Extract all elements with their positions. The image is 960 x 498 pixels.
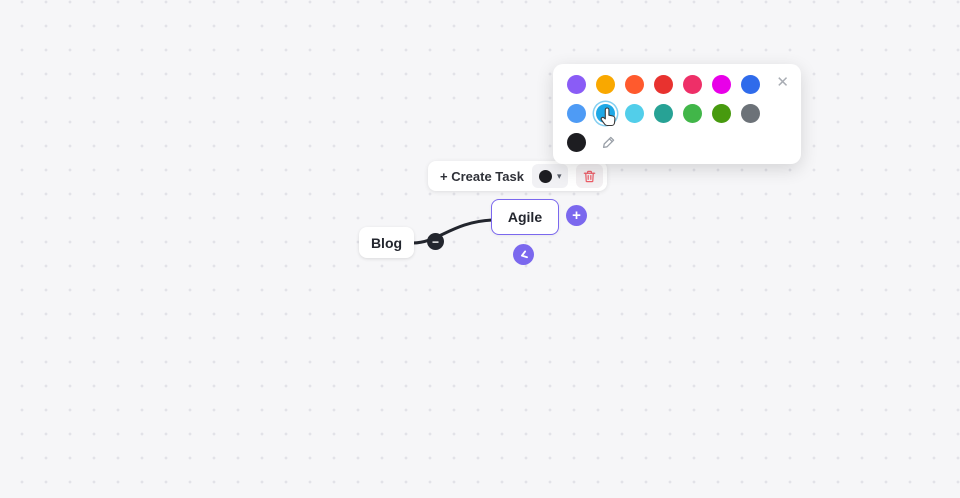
node-blog-label: Blog [370,234,403,251]
color-swatch[interactable] [567,133,586,152]
caret-down-icon: ▾ [556,170,562,181]
color-swatch[interactable] [712,104,731,123]
color-picker-popup: ✕ [553,64,801,164]
color-swatch[interactable] [683,104,702,123]
color-swatch[interactable] [625,104,644,123]
eyedropper-icon [602,136,614,148]
color-swatch[interactable] [567,104,586,123]
color-swatch[interactable] [596,104,615,123]
swatch-row-2 [567,104,787,123]
plus-icon: + [572,207,581,224]
trash-icon [584,170,596,182]
color-dropdown[interactable]: ▾ [531,164,569,188]
swatch-row-1 [567,75,787,94]
delete-node-button[interactable] [576,164,604,188]
color-swatch[interactable] [596,75,615,94]
color-swatch[interactable] [683,75,702,94]
collapse-branch-button[interactable] [513,244,534,265]
color-swatch[interactable] [741,75,760,94]
minus-icon: − [431,234,439,249]
color-swatch[interactable] [567,75,586,94]
color-swatch[interactable] [712,75,731,94]
color-swatch[interactable] [625,75,644,94]
node-toolbar: + Create Task ▾ [428,161,608,191]
arrow-left-icon [520,249,528,258]
node-agile[interactable]: Agile [491,199,559,235]
selected-color-dot [538,169,552,183]
node-agile-label: Agile [507,209,543,225]
color-swatch[interactable] [654,75,673,94]
create-task-button[interactable]: + Create Task [440,168,524,184]
color-swatch[interactable] [741,104,760,123]
eyedropper-button[interactable] [598,133,617,152]
color-swatch[interactable] [654,104,673,123]
swatch-row-3 [567,133,787,152]
collapse-connector-button[interactable]: − [427,233,444,250]
add-child-node-button[interactable]: + [566,205,587,226]
node-blog[interactable]: Blog [359,227,414,258]
close-icon[interactable]: ✕ [776,74,789,91]
